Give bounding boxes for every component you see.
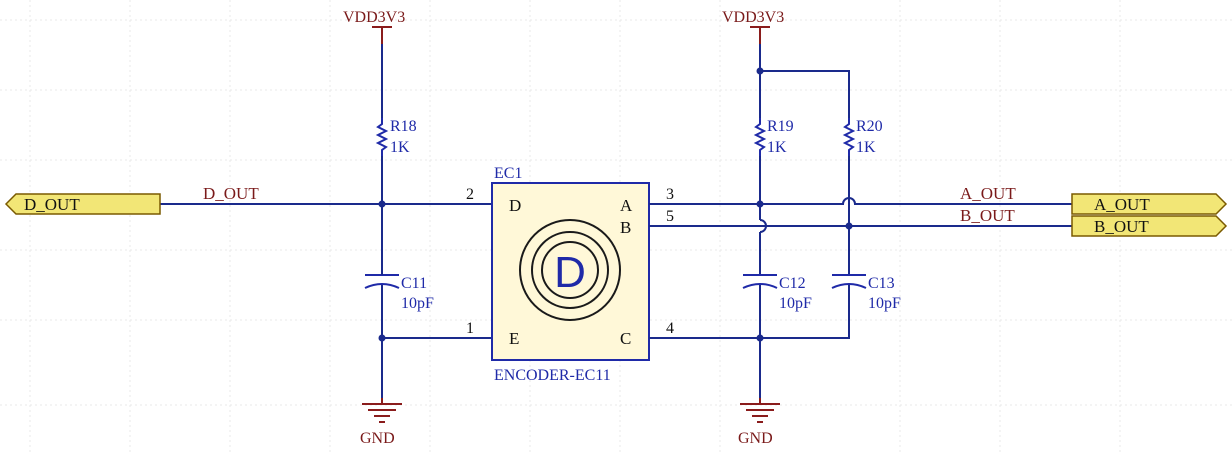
port-b-out[interactable]: B_OUT <box>1071 215 1228 237</box>
vdd-left-label: VDD3V3 <box>343 9 405 26</box>
r18-value: 1K <box>390 139 410 156</box>
junction-dot <box>378 200 386 208</box>
c11-ref: C11 <box>401 275 427 292</box>
encoder-ec1[interactable]: D EC1 ENCODER-EC11 D E A B C 2 1 3 5 4 <box>466 165 674 384</box>
port-b-out-label: B_OUT <box>1094 217 1149 236</box>
c12-ref: C12 <box>779 275 806 292</box>
port-d-out-label: D_OUT <box>24 195 80 214</box>
gnd-right-label: GND <box>738 430 773 447</box>
r19-value: 1K <box>767 139 787 156</box>
pin-num-5: 5 <box>666 208 674 225</box>
power-vdd-left[interactable]: VDD3V3 <box>343 9 405 44</box>
wire-c13-pin4 <box>649 285 850 339</box>
c11-value: 10pF <box>401 295 434 312</box>
pin-name-c: C <box>620 329 631 348</box>
power-vdd-right[interactable]: VDD3V3 <box>722 9 784 44</box>
gnd-left-label: GND <box>360 430 395 447</box>
ec1-designator: EC1 <box>494 165 522 182</box>
port-a-out-label: A_OUT <box>1094 195 1150 214</box>
pin-num-1: 1 <box>466 320 474 337</box>
r20-ref: R20 <box>856 118 883 135</box>
r20-value: 1K <box>856 139 876 156</box>
resistor-r20[interactable]: R20 1K <box>842 118 883 156</box>
net-label-d-out: D_OUT <box>203 184 259 203</box>
junction-dot <box>756 200 764 208</box>
pin-num-3: 3 <box>666 186 674 203</box>
pin-name-e: E <box>509 329 519 348</box>
junction-dot <box>378 334 386 342</box>
wire-vdd-r20 <box>760 70 850 118</box>
resistor-r19[interactable]: R19 1K <box>753 118 794 156</box>
net-label-b-out: B_OUT <box>960 206 1015 225</box>
port-d-out[interactable]: D_OUT <box>4 193 161 215</box>
pin-name-b: B <box>620 218 631 237</box>
r18-ref: R18 <box>390 118 417 135</box>
power-gnd-left[interactable]: GND <box>360 398 402 447</box>
junction-dot <box>756 334 764 342</box>
encoder-shaft-glyph: D <box>554 248 586 297</box>
junction-dot <box>756 67 764 75</box>
ec1-value: ENCODER-EC11 <box>494 367 611 384</box>
net-label-a-out: A_OUT <box>960 184 1016 203</box>
port-a-out[interactable]: A_OUT <box>1071 193 1228 215</box>
vdd-right-label: VDD3V3 <box>722 9 784 26</box>
r19-ref: R19 <box>767 118 794 135</box>
resistor-r18[interactable]: R18 1K <box>375 118 417 156</box>
pin-num-4: 4 <box>666 320 674 337</box>
wire-a-out <box>649 197 1072 205</box>
c13-value: 10pF <box>868 295 901 312</box>
capacitor-c11[interactable]: C11 10pF <box>364 274 434 312</box>
capacitor-c13[interactable]: C13 10pF <box>831 274 901 312</box>
c13-ref: C13 <box>868 275 895 292</box>
capacitor-c12[interactable]: C12 10pF <box>742 274 812 312</box>
pin-name-a: A <box>620 196 633 215</box>
pin-num-2: 2 <box>466 186 474 203</box>
junction-dot <box>845 222 853 230</box>
c12-value: 10pF <box>779 295 812 312</box>
power-gnd-right[interactable]: GND <box>738 398 780 447</box>
pin-name-d: D <box>509 196 521 215</box>
